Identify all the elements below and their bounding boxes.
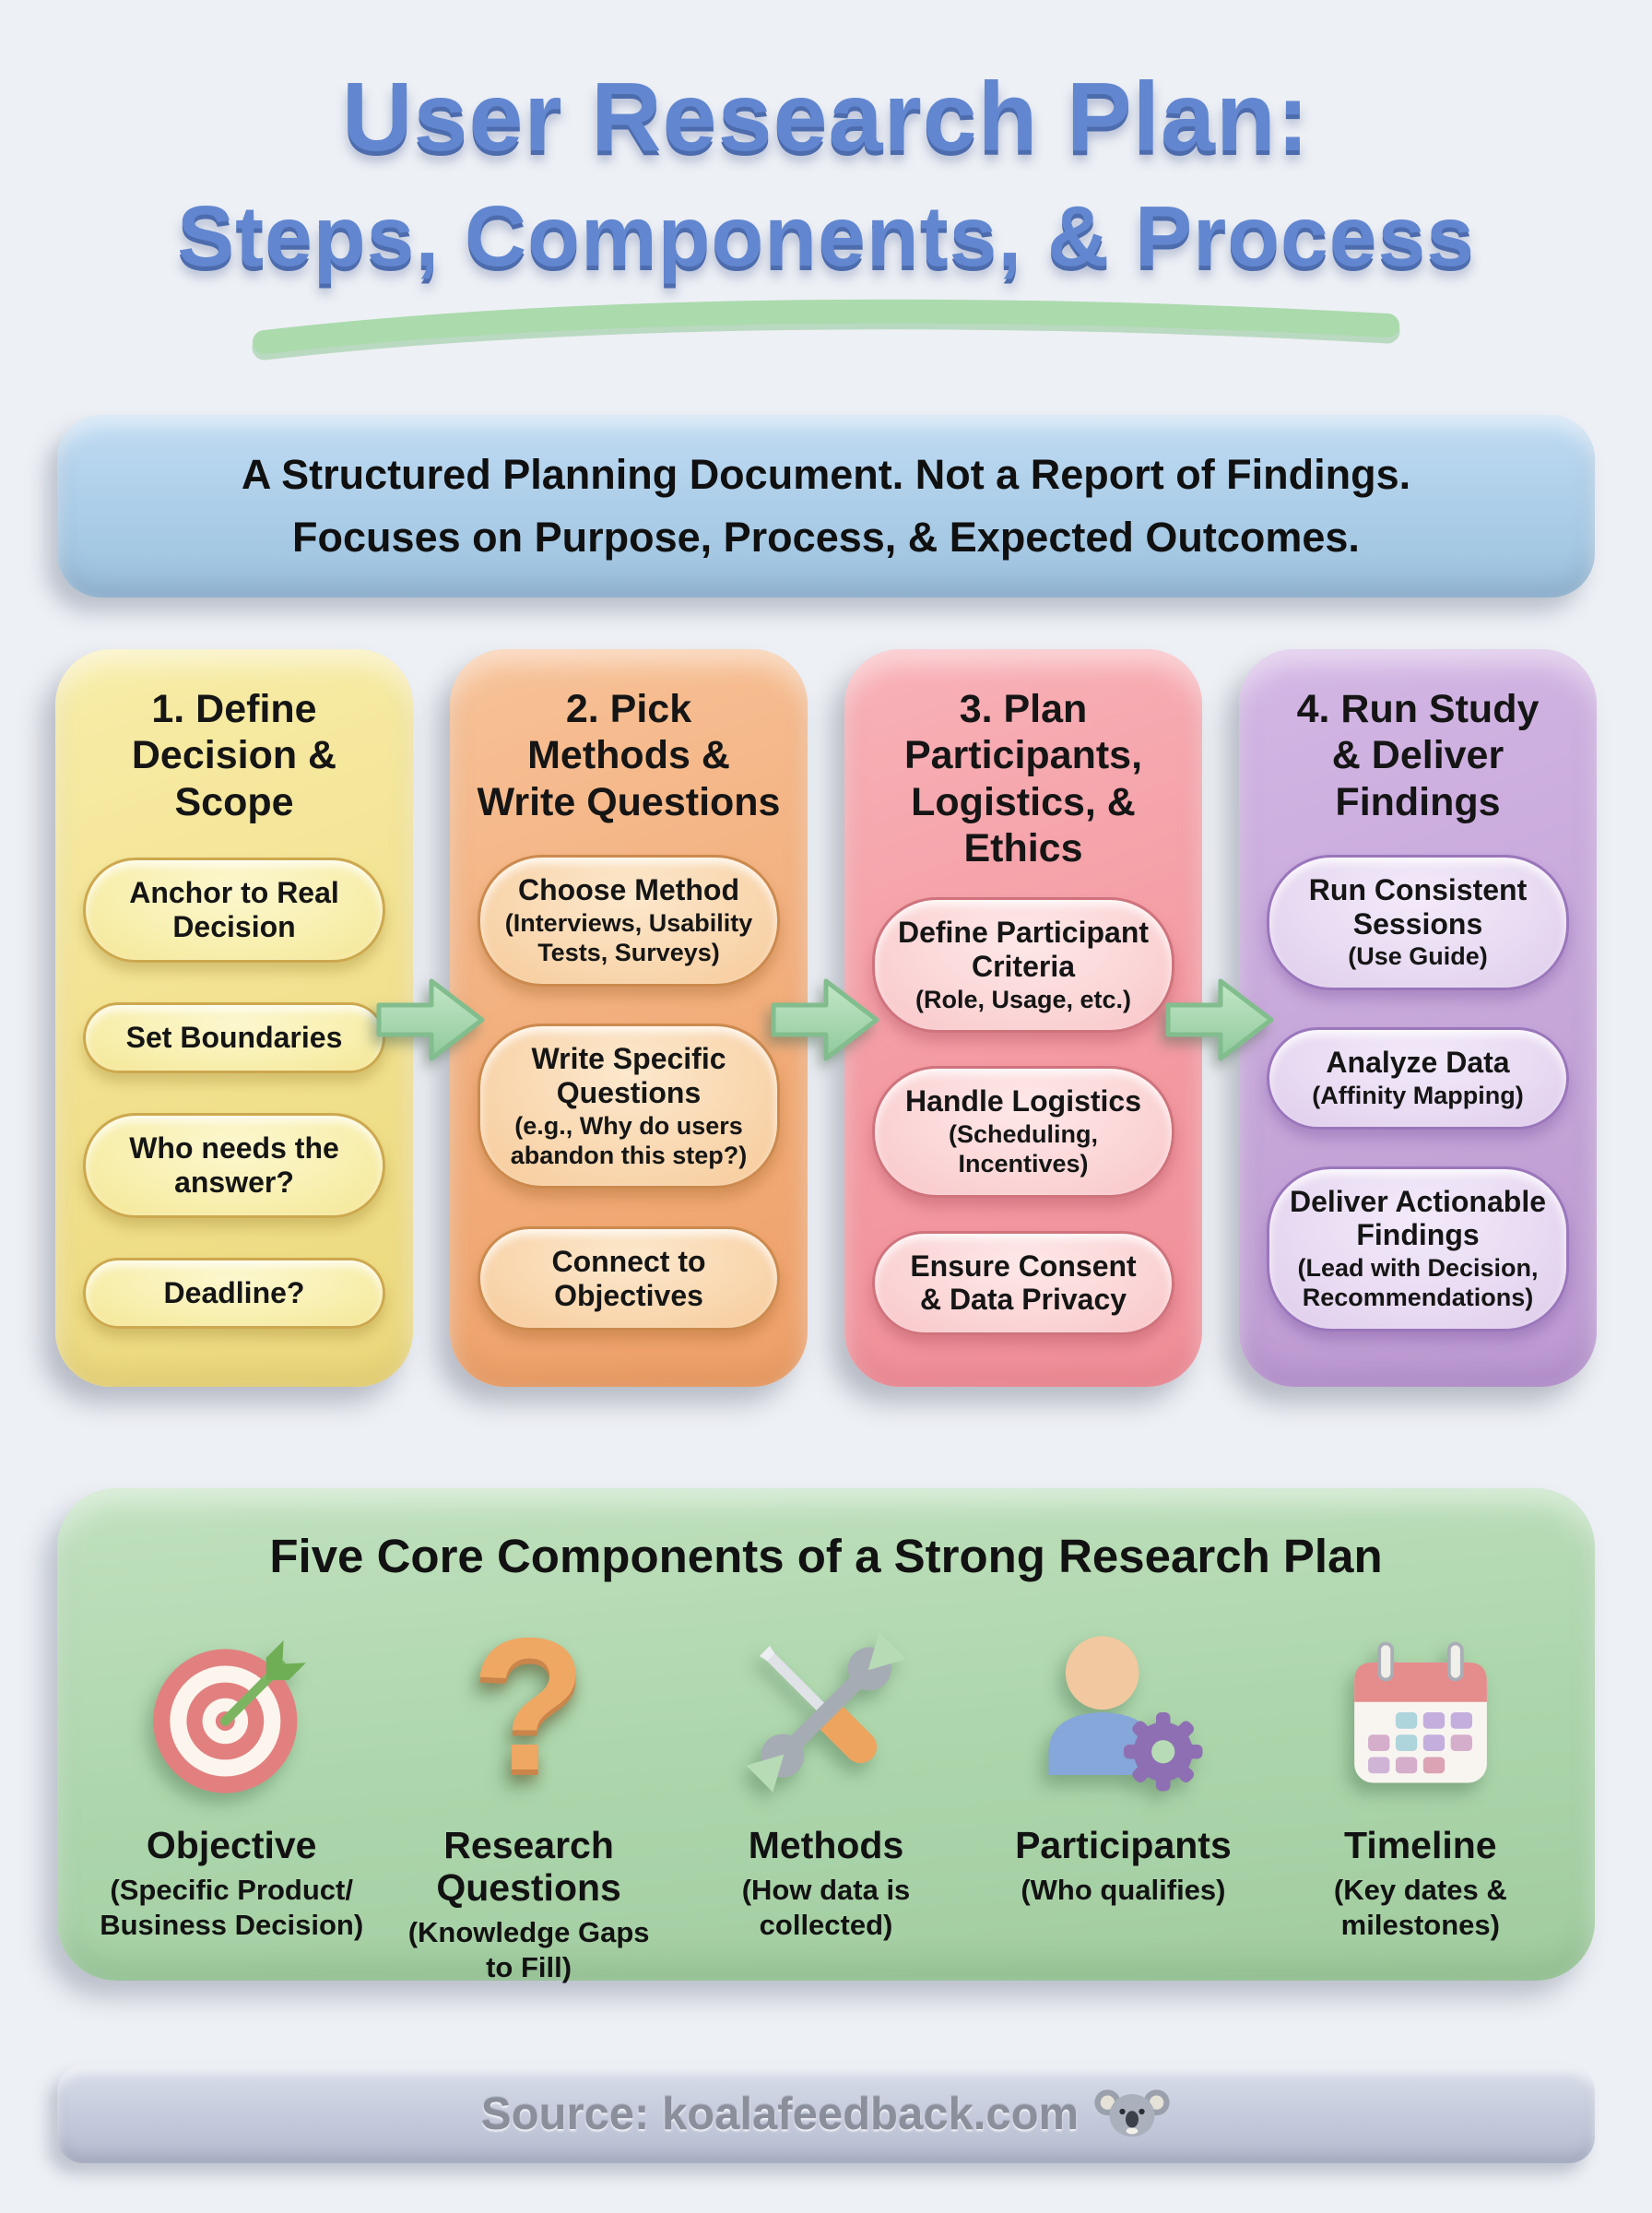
step-pill: Ensure Consent & Data Privacy bbox=[872, 1230, 1174, 1336]
pill-subtext: (Role, Usage, etc.) bbox=[914, 985, 1132, 1013]
step-2-pills: Choose Method (Interviews, Usability Tes… bbox=[470, 831, 787, 1355]
target-icon bbox=[139, 1600, 324, 1825]
pill-text: Write Specific Questions bbox=[531, 1042, 726, 1109]
component-research-questions: ? Research Questions (Knowledge Gaps to … bbox=[380, 1600, 677, 1984]
step-1-title: 1. Define Decision & Scope bbox=[131, 686, 337, 824]
pill-subtext: (Scheduling, Incentives) bbox=[949, 1119, 1098, 1178]
calendar-icon bbox=[1330, 1600, 1511, 1825]
component-sublabel: (Who qualifies) bbox=[1021, 1873, 1226, 1906]
title-block: User Research Plan: Steps, Components, &… bbox=[0, 0, 1652, 367]
pill-text: Run Consistent Sessions bbox=[1308, 872, 1528, 941]
component-sublabel: (Knowledge Gaps to Fill) bbox=[407, 1915, 650, 1983]
pill-text: Analyze Data bbox=[1326, 1046, 1510, 1080]
page-title: User Research Plan: bbox=[341, 63, 1311, 172]
step-card-3: 3. Plan Participants, Logistics, & Ethic… bbox=[844, 648, 1202, 1387]
step-pill: Deadline? bbox=[83, 1257, 385, 1329]
source-text: Source: koalafeedback.com bbox=[480, 2089, 1080, 2139]
step-pill: Analyze Data (Affinity Mapping) bbox=[1267, 1027, 1569, 1130]
pill-text: Connect to Objectives bbox=[551, 1244, 706, 1312]
step-pill: Choose Method (Interviews, Usability Tes… bbox=[478, 855, 780, 987]
pill-text: Ensure Consent & Data Privacy bbox=[910, 1249, 1137, 1317]
step-pill: Write Specific Questions (e.g., Why do u… bbox=[478, 1024, 780, 1189]
component-label: Research Questions bbox=[436, 1823, 621, 1909]
step-card-4: 4. Run Study & Deliver Findings Run Cons… bbox=[1239, 648, 1597, 1387]
pill-text: Set Boundaries bbox=[125, 1020, 343, 1054]
pill-text: Handle Logistics bbox=[904, 1084, 1142, 1118]
pill-subtext: (Use Guide) bbox=[1348, 942, 1488, 971]
arrow-right-icon bbox=[376, 978, 485, 1061]
step-3-pills: Define Participant Criteria (Role, Usage… bbox=[865, 877, 1182, 1355]
koala-icon bbox=[1093, 2078, 1171, 2149]
components-panel: Five Core Components of a Strong Researc… bbox=[57, 1487, 1595, 1984]
component-sublabel: (How data is collected) bbox=[741, 1873, 911, 1941]
component-label: Participants bbox=[1015, 1823, 1232, 1866]
pill-subtext: (Affinity Mapping) bbox=[1312, 1081, 1524, 1109]
component-timeline: Timeline (Key dates & milestones) bbox=[1272, 1600, 1569, 1984]
step-pill: Connect to Objectives bbox=[478, 1225, 780, 1331]
pill-subtext: (Lead with Decision, Recommendations) bbox=[1297, 1254, 1539, 1312]
intro-banner-text: A Structured Planning Document. Not a Re… bbox=[241, 451, 1411, 561]
question-mark-icon: ? bbox=[470, 1599, 587, 1811]
step-pill: Who needs the answer? bbox=[83, 1112, 385, 1218]
step-2-title: 2. Pick Methods & Write Questions bbox=[477, 686, 781, 824]
component-participants: Participants (Who qualifies) bbox=[974, 1600, 1271, 1984]
step-pill: Deliver Actionable Findings (Lead with D… bbox=[1267, 1166, 1569, 1331]
component-label: Timeline bbox=[1344, 1823, 1497, 1866]
pill-text: Anchor to Real Decision bbox=[129, 876, 339, 943]
steps-row: 1. Define Decision & Scope Anchor to Rea… bbox=[55, 648, 1597, 1387]
component-methods: Methods (How data is collected) bbox=[678, 1600, 974, 1984]
pill-text: Define Participant Criteria bbox=[897, 915, 1150, 983]
component-objective: Objective (Specific Product/ Business De… bbox=[83, 1600, 380, 1984]
person-gear-icon bbox=[1029, 1600, 1217, 1825]
pill-subtext: (e.g., Why do users abandon this step?) bbox=[510, 1111, 748, 1169]
step-pill: Anchor to Real Decision bbox=[83, 858, 385, 963]
component-sublabel: (Key dates & milestones) bbox=[1333, 1873, 1507, 1941]
pill-text: Deliver Actionable Findings bbox=[1289, 1184, 1546, 1252]
step-3-title: 3. Plan Participants, Logistics, & Ethic… bbox=[903, 686, 1143, 870]
step-pill: Define Participant Criteria (Role, Usage… bbox=[872, 896, 1174, 1034]
source-bar: Source: koalafeedback.com bbox=[57, 2065, 1595, 2163]
components-row: Objective (Specific Product/ Business De… bbox=[57, 1600, 1595, 1984]
step-1-pills: Anchor to Real Decision Set Boundaries W… bbox=[76, 831, 393, 1355]
pill-text: Who needs the answer? bbox=[129, 1130, 339, 1199]
underline-swoosh-icon bbox=[0, 296, 1652, 367]
page-subtitle: Steps, Components, & Process bbox=[177, 188, 1475, 285]
step-pill: Handle Logistics (Scheduling, Incentives… bbox=[872, 1066, 1174, 1198]
arrow-right-icon bbox=[1165, 978, 1274, 1061]
step-card-1: 1. Define Decision & Scope Anchor to Rea… bbox=[55, 648, 413, 1387]
intro-banner: A Structured Planning Document. Not a Re… bbox=[57, 414, 1595, 598]
component-label: Objective bbox=[146, 1823, 317, 1866]
step-4-pills: Run Consistent Sessions (Use Guide) Anal… bbox=[1259, 831, 1576, 1355]
step-card-2: 2. Pick Methods & Write Questions Choose… bbox=[450, 648, 808, 1387]
arrow-right-icon bbox=[771, 978, 879, 1061]
pill-text: Choose Method bbox=[518, 873, 739, 907]
component-label: Methods bbox=[748, 1823, 904, 1866]
pill-subtext: (Interviews, Usability Tests, Surveys) bbox=[504, 909, 753, 966]
step-pill: Run Consistent Sessions (Use Guide) bbox=[1267, 854, 1569, 991]
pill-text: Deadline? bbox=[163, 1275, 305, 1309]
components-title: Five Core Components of a Strong Researc… bbox=[269, 1529, 1383, 1582]
tools-icon bbox=[731, 1600, 921, 1825]
step-pill: Set Boundaries bbox=[83, 1001, 385, 1073]
component-sublabel: (Specific Product/ Business Decision) bbox=[100, 1873, 364, 1941]
step-4-title: 4. Run Study & Deliver Findings bbox=[1296, 686, 1540, 824]
